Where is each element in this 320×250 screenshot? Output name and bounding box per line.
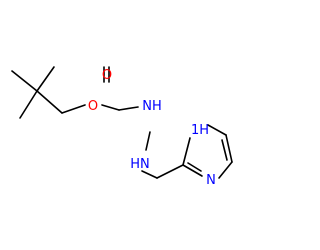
bond-nh-hn	[145, 131, 151, 151]
bond-c4-n3	[218, 161, 233, 179]
bond-methyl-1	[11, 70, 38, 92]
bond-n3-c2-inner	[187, 162, 202, 172]
structure-svg: O O NH HN 1H N	[11, 66, 233, 188]
bond-n3-c2	[182, 164, 203, 177]
bond-carbon-ester-oxygen	[61, 104, 86, 114]
molecule-diagram: O O NH HN 1H N	[11, 66, 233, 188]
atom-hydrazine-nitrogen: HN	[130, 157, 150, 172]
atom-ring-nitrogen: N	[206, 173, 216, 188]
bond-ester-oxygen-carbonyl	[101, 104, 120, 111]
bond-carbonyl-nh	[118, 106, 139, 111]
atom-ester-oxygen: O	[88, 99, 98, 114]
bond-methylene-ring	[156, 164, 184, 179]
bond-methyl-3	[36, 66, 55, 92]
atom-hydrazide-nitrogen: NH	[142, 99, 162, 114]
bond-quaternary-ester-carbon	[36, 90, 63, 114]
atom-carbonyl-oxygen: O	[102, 68, 112, 83]
atom-ring-nh: 1H	[191, 123, 209, 138]
bond-c5-c4	[225, 134, 233, 163]
bond-methyl-2	[19, 90, 38, 119]
bond-hn-methylene	[141, 170, 158, 179]
bond-c2-n1	[182, 137, 191, 166]
bond-n1-c5	[207, 124, 227, 136]
bond-c5-c4-inner	[221, 139, 228, 161]
